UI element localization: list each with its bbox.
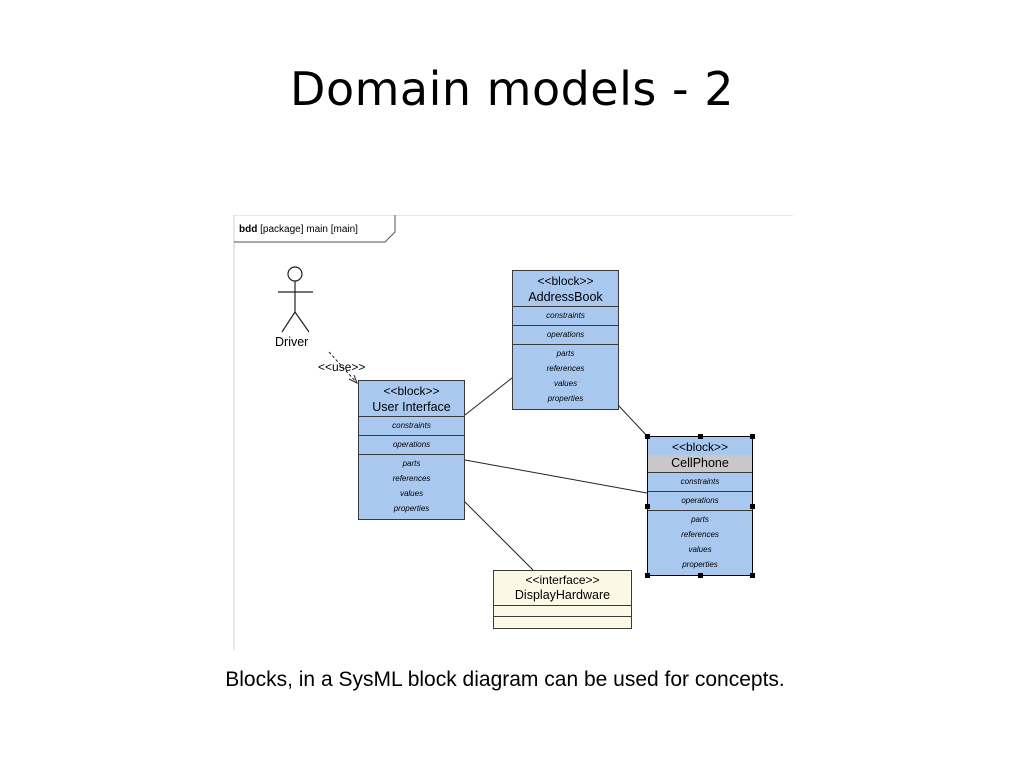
diagram-connectors <box>233 215 793 650</box>
feature-references: references <box>392 474 431 483</box>
use-dependency-line <box>328 351 358 384</box>
feature-properties: properties <box>682 560 718 569</box>
frame-context: [package] main [main] <box>260 224 358 235</box>
frame-label: bdd [package] main [main] <box>239 224 358 235</box>
frame-border <box>233 215 793 650</box>
operations-compartment: operations <box>513 325 618 344</box>
driver-actor-figure <box>278 266 313 333</box>
resize-handle[interactable] <box>750 434 755 439</box>
feature-references: references <box>546 364 585 373</box>
association-addressbook-cellphone <box>617 404 649 438</box>
block-stereotype: <<block>> <box>537 274 594 288</box>
use-relation-label: <<use>> <box>318 360 366 374</box>
frame-kind: bdd <box>239 224 258 235</box>
use-dependency-arrowhead <box>348 374 358 385</box>
constraints-compartment: constraints <box>359 416 464 435</box>
block-name: AddressBook <box>528 290 603 304</box>
features-compartment: parts references values properties <box>648 510 752 572</box>
interface-name: DisplayHardware <box>514 588 611 602</box>
resize-handle[interactable] <box>645 434 650 439</box>
feature-values: values <box>399 489 424 498</box>
constraints-compartment: constraints <box>513 306 618 325</box>
resize-handle[interactable] <box>645 573 650 578</box>
interface-compartment <box>494 616 631 627</box>
association-ui-addressbook <box>464 377 513 416</box>
resize-handle[interactable] <box>698 434 703 439</box>
block-stereotype: <<block>> <box>383 384 440 398</box>
block-stereotype: <<block>> <box>671 440 729 454</box>
interface-compartment <box>494 605 631 616</box>
operations-compartment: operations <box>648 491 752 510</box>
constraints-compartment: constraints <box>648 472 752 491</box>
resize-handle[interactable] <box>750 573 755 578</box>
actor-name: Driver <box>275 335 309 349</box>
slide-caption: Blocks, in a SysML block diagram can be … <box>225 668 785 691</box>
feature-values: values <box>688 545 712 554</box>
block-name: User Interface <box>372 400 451 414</box>
features-compartment: parts references values properties <box>513 344 618 406</box>
frame-tab <box>234 215 396 243</box>
resize-handle[interactable] <box>750 504 755 509</box>
operations-compartment: operations <box>359 435 464 454</box>
feature-references: references <box>681 530 719 539</box>
feature-parts: parts <box>402 459 421 468</box>
resize-handle[interactable] <box>645 504 650 509</box>
block-name: CellPhone <box>648 455 752 472</box>
block-cellphone[interactable]: <<block>> CellPhone constraints operatio… <box>647 436 753 576</box>
feature-properties: properties <box>393 504 430 513</box>
resize-handle[interactable] <box>698 573 703 578</box>
feature-parts: parts <box>556 349 575 358</box>
association-ui-displayhardware <box>464 501 534 571</box>
feature-properties: properties <box>547 394 584 403</box>
block-addressbook[interactable]: <<block>> AddressBook constraints operat… <box>512 270 619 410</box>
block-user-interface[interactable]: <<block>> User Interface constraints ope… <box>358 380 465 520</box>
interface-stereotype: <<interface>> <box>525 573 600 587</box>
features-compartment: parts references values properties <box>359 454 464 516</box>
bdd-diagram: bdd [package] main [main] Driver <<use>>… <box>233 215 793 650</box>
feature-values: values <box>553 379 578 388</box>
interface-displayhardware[interactable]: <<interface>> DisplayHardware <box>493 570 632 629</box>
association-ui-cellphone <box>464 459 648 494</box>
slide-title: Domain models - 2 <box>290 62 734 116</box>
feature-parts: parts <box>691 515 709 524</box>
